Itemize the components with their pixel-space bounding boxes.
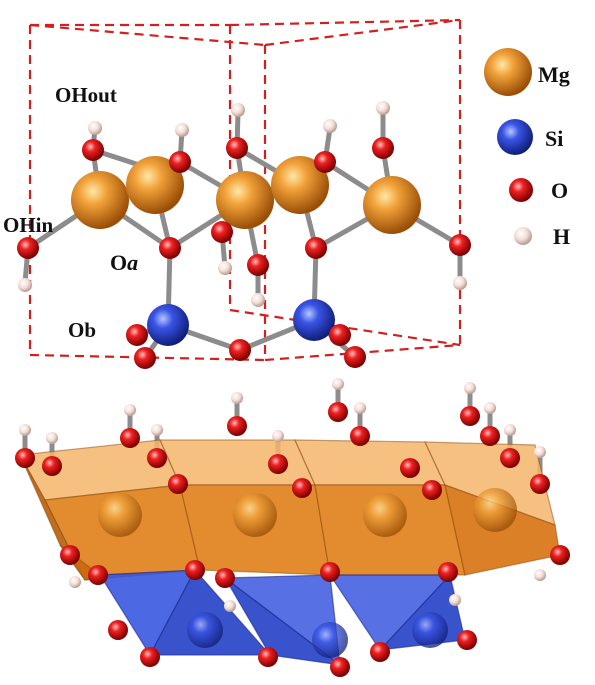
h-atom-icon [514, 227, 532, 245]
o-atom-icon [509, 178, 533, 202]
bottom-embedded-atoms [98, 488, 517, 658]
label-o-a: Oa [110, 250, 138, 275]
legend-label-si: Si [545, 126, 563, 151]
label-oh-out: OHout [55, 83, 117, 107]
legend: Mg Si O H [484, 48, 570, 249]
label-oh-in: OHin [3, 213, 54, 237]
legend-item-o: O [509, 178, 568, 203]
bottom-h-atoms [19, 378, 546, 612]
top-o-atoms [17, 137, 471, 369]
top-mg-atoms [71, 156, 421, 234]
top-h-atoms [18, 101, 467, 307]
label-o-b: Ob [68, 318, 96, 342]
legend-item-si: Si [497, 119, 563, 155]
legend-label-o: O [551, 178, 568, 203]
legend-label-h: H [553, 224, 570, 249]
legend-label-mg: Mg [538, 62, 570, 87]
bottom-o-atoms [15, 402, 570, 677]
tetrahedral-sheet [98, 568, 466, 667]
top-si-atoms [147, 299, 335, 346]
mg-atom-icon [484, 48, 532, 96]
legend-item-h: H [514, 224, 570, 249]
si-atom-icon [497, 119, 533, 155]
legend-item-mg: Mg [484, 48, 570, 96]
